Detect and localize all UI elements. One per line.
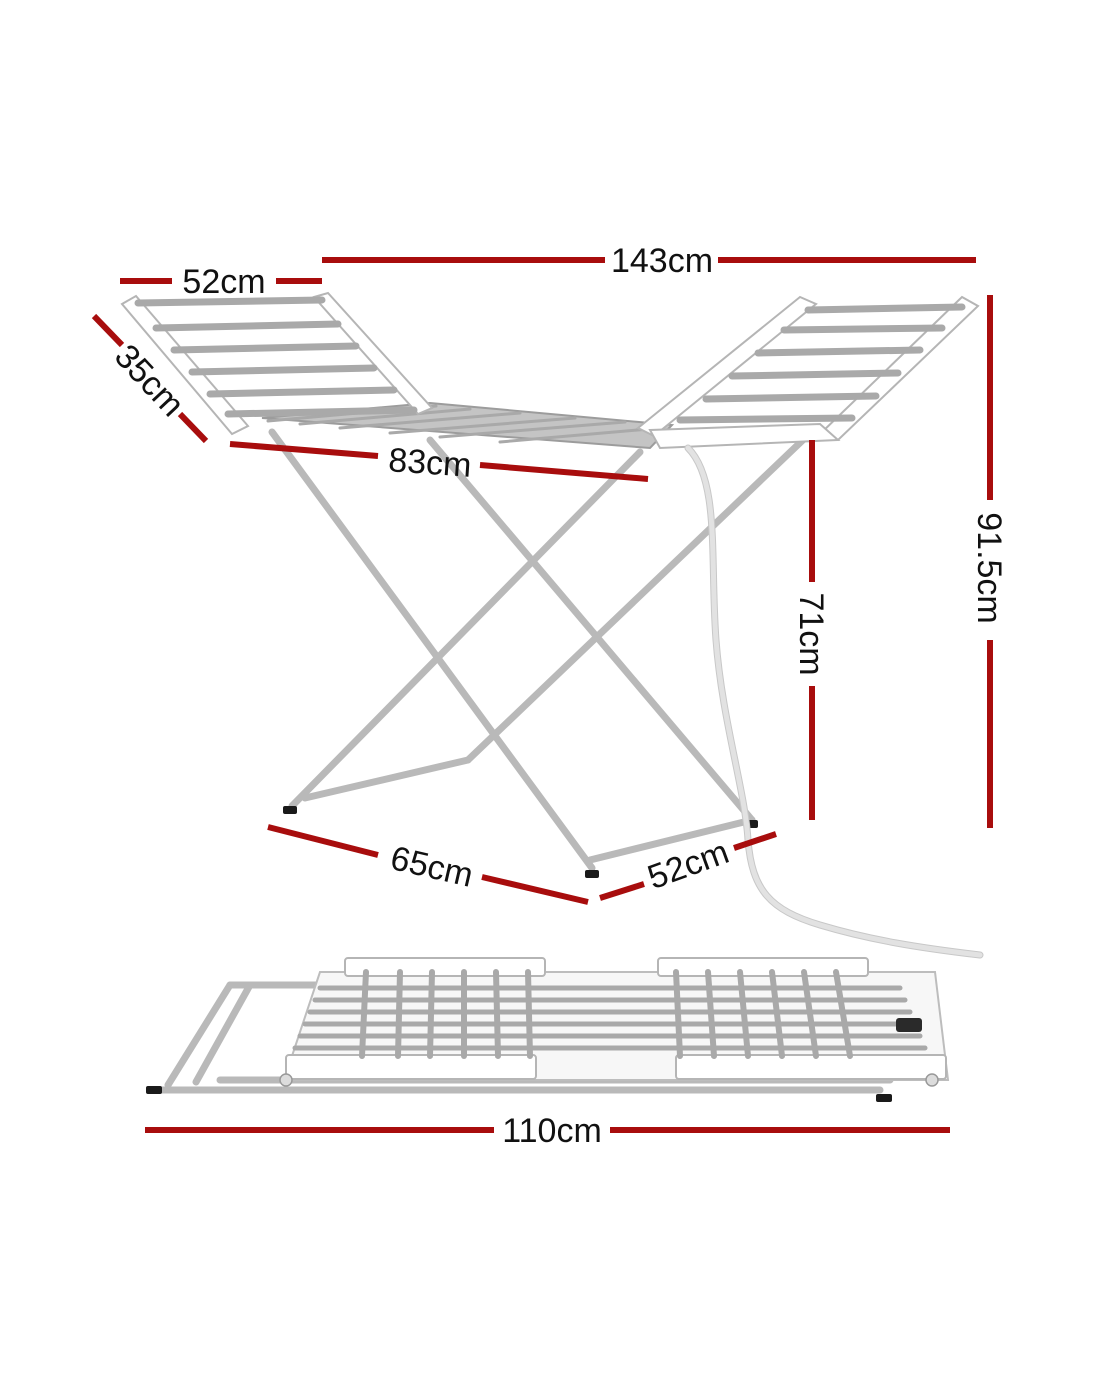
folded-dryer bbox=[146, 957, 950, 1102]
right-wing bbox=[636, 295, 980, 450]
dim-width-total-label: 143cm bbox=[611, 242, 713, 280]
power-switch bbox=[896, 1018, 922, 1032]
dim-folded-length: 110cm bbox=[145, 1112, 950, 1150]
dim-base-length: 65cm bbox=[267, 824, 589, 905]
dryer-legs bbox=[268, 428, 809, 872]
dim-wing-width-label: 52cm bbox=[182, 263, 265, 301]
dim-wing-width: 52cm bbox=[120, 263, 322, 301]
dim-width-total: 143cm bbox=[322, 242, 976, 280]
dim-height-total-label: 91.5cm bbox=[970, 512, 1008, 624]
left-wing bbox=[120, 291, 434, 436]
hinge-left bbox=[279, 1073, 293, 1087]
folded-vertical-rails bbox=[359, 969, 853, 1059]
power-cable bbox=[684, 444, 984, 959]
folded-frame bbox=[282, 957, 950, 1081]
dim-top-length-label: 83cm bbox=[387, 441, 473, 485]
dim-top-length: 83cm bbox=[229, 441, 649, 485]
dim-height-main: 71cm bbox=[792, 440, 830, 820]
hinge-right bbox=[925, 1073, 939, 1087]
dim-height-total: 91.5cm bbox=[970, 295, 1008, 828]
dim-height-main-label: 71cm bbox=[792, 592, 830, 675]
dim-folded-length-label: 110cm bbox=[502, 1112, 602, 1150]
unfolded-dryer bbox=[120, 291, 984, 959]
dim-base-length-label: 65cm bbox=[387, 839, 477, 895]
dimension-annotations: 143cm 52cm 35cm 83cm 91.5cm bbox=[91, 242, 1008, 1150]
